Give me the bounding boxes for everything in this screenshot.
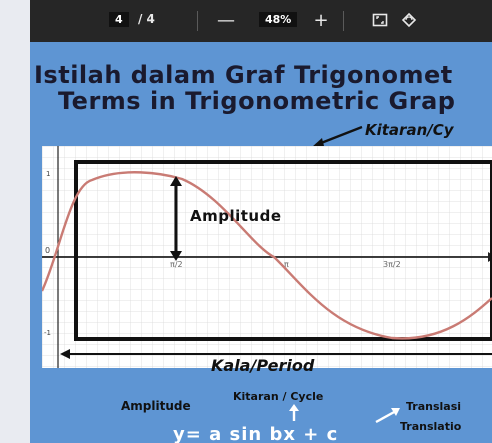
- page-number-input[interactable]: 4: [109, 12, 129, 27]
- graph-canvas: [42, 146, 492, 368]
- sine-graph: 1 -1 0 π/2 π 3π/2 Amplitude: [42, 146, 492, 368]
- cycle-box: [74, 160, 492, 341]
- sine-curve: [42, 171, 492, 340]
- zoom-in-button[interactable]: +: [313, 9, 329, 31]
- rotate-icon[interactable]: [398, 8, 420, 32]
- page-title-english: Terms in Trigonometric Grap: [58, 87, 456, 115]
- page-title-malay: Istilah dalam Graf Trigonomet: [34, 61, 453, 89]
- fit-page-icon[interactable]: [369, 8, 391, 32]
- page-total: / 4: [138, 12, 155, 26]
- amplitude-label: Amplitude: [190, 207, 282, 225]
- period-label: Kala/Period: [211, 356, 315, 375]
- zoom-out-button[interactable]: —: [217, 9, 235, 31]
- cycle-up-arrow: [289, 404, 299, 421]
- translation-arrow: [375, 408, 400, 424]
- pdf-toolbar: 4 / 4 — 48% +: [30, 0, 492, 42]
- sine-formula: y= a sin bx + c: [173, 424, 339, 443]
- x-tick-pi-2: π/2: [170, 260, 183, 269]
- zoom-level-input[interactable]: 48%: [259, 12, 298, 27]
- y-tick-1: 1: [46, 170, 51, 178]
- footer-translation-malay: Translasi: [406, 400, 462, 413]
- document-page: Istilah dalam Graf Trigonomet Terms in T…: [30, 42, 492, 443]
- footer-cycle-label: Kitaran / Cycle: [233, 390, 324, 403]
- cycle-label: Kitaran/Cy: [365, 121, 454, 139]
- toolbar-divider: [343, 11, 344, 31]
- x-tick-pi: π: [284, 260, 289, 269]
- toolbar-divider: [197, 11, 198, 31]
- x-tick-3pi-2: 3π/2: [383, 260, 401, 269]
- footer-amplitude-label: Amplitude: [121, 399, 191, 413]
- origin-label: 0: [45, 246, 51, 255]
- footer-translation-english: Translatio: [400, 420, 462, 433]
- pdf-viewer: 4 / 4 — 48% + Istilah dalam Graf Trigono…: [30, 0, 492, 443]
- y-tick-minus-1: -1: [44, 329, 51, 337]
- cycle-pointer-arrow: [312, 125, 363, 147]
